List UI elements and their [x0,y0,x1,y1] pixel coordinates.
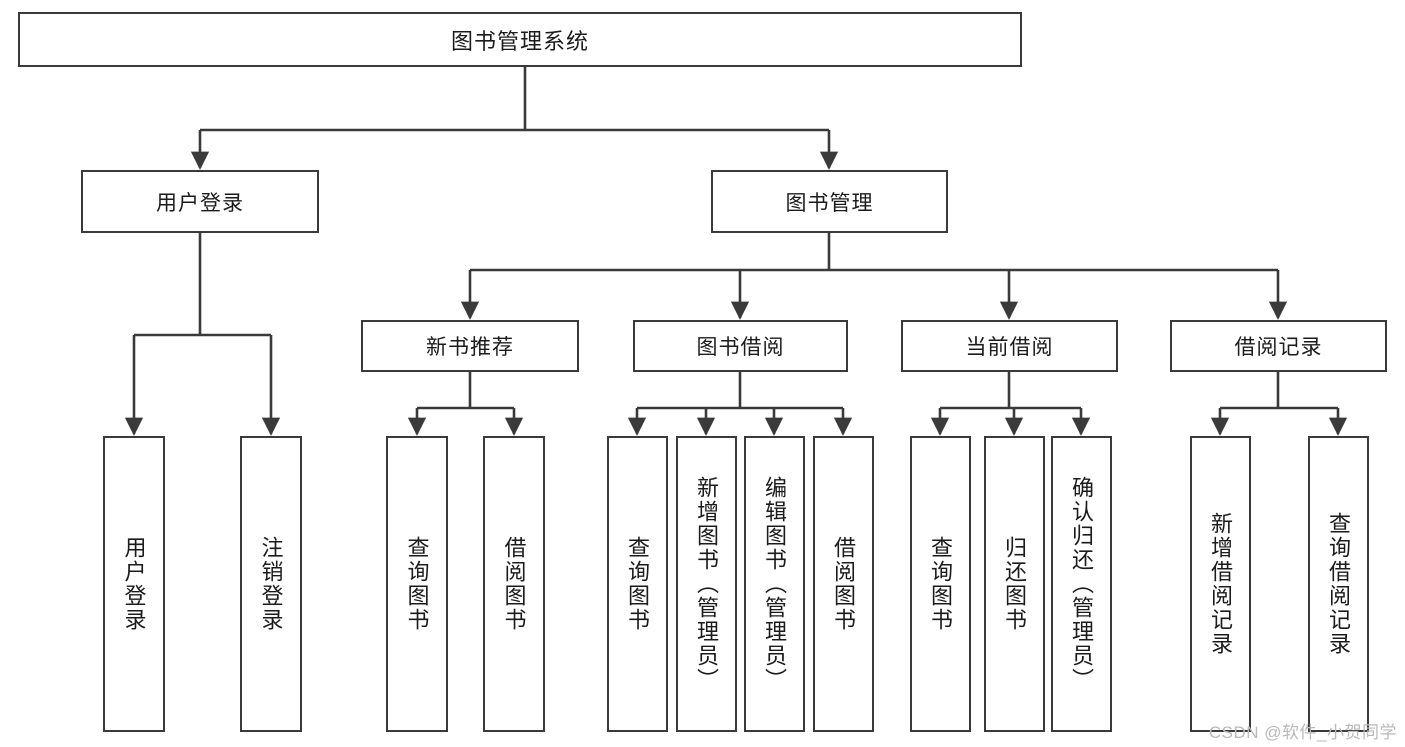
node-leaf-query-book-current[interactable]: 查询图书 [910,436,971,732]
node-leaf-query-borrow-record[interactable]: 查询借阅记录 [1308,436,1369,732]
node-leaf-add-book-admin[interactable]: 新增图书（管理员） [676,436,737,732]
node-user-login[interactable]: 用户登录 [81,170,319,233]
node-current-borrow[interactable]: 当前借阅 [901,320,1118,372]
node-leaf-confirm-return-admin[interactable]: 确认归还（管理员） [1051,436,1112,732]
node-root[interactable]: 图书管理系统 [18,12,1022,67]
node-label: 归还图书 [1002,536,1028,632]
node-label: 查询图书 [404,536,430,632]
node-book-manage[interactable]: 图书管理 [711,170,948,233]
node-leaf-add-borrow-record[interactable]: 新增借阅记录 [1190,436,1251,732]
node-leaf-borrow-book-borrow[interactable]: 借阅图书 [813,436,874,732]
node-label: 图书借阅 [696,336,785,359]
node-book-borrow[interactable]: 图书借阅 [633,320,848,372]
node-label: 新书推荐 [426,336,514,359]
watermark-text: CSDN @软件_小贺同学 [1208,723,1397,742]
node-leaf-return-book[interactable]: 归还图书 [984,436,1045,732]
node-leaf-user-logout[interactable]: 注销登录 [240,436,302,732]
node-leaf-edit-book-admin[interactable]: 编辑图书（管理员） [744,436,805,732]
node-label: 新增借阅记录 [1208,512,1234,656]
node-leaf-user-login[interactable]: 用户登录 [103,436,165,732]
node-label: 借阅图书 [831,536,857,632]
node-leaf-query-book-rec[interactable]: 查询图书 [386,436,448,732]
node-label: 用户登录 [156,191,244,215]
node-label: 查询图书 [928,536,954,632]
node-label: 编辑图书（管理员） [762,476,788,692]
node-label: 确认归还（管理员） [1069,476,1095,692]
node-label: 查询借阅记录 [1326,512,1352,656]
node-label: 图书管理系统 [450,28,589,54]
node-label: 当前借阅 [965,336,1054,359]
node-label: 查询图书 [625,536,651,632]
node-leaf-query-book-borrow[interactable]: 查询图书 [607,436,668,732]
node-leaf-borrow-book-rec[interactable]: 借阅图书 [483,436,545,732]
node-label: 借阅记录 [1234,336,1323,359]
node-label: 借阅图书 [501,536,527,632]
node-label: 用户登录 [121,536,147,632]
node-borrow-record[interactable]: 借阅记录 [1170,320,1387,372]
node-label: 图书管理 [785,191,874,215]
node-label: 新增图书（管理员） [694,476,720,692]
node-new-book-rec[interactable]: 新书推荐 [361,320,579,372]
node-label: 注销登录 [258,536,284,632]
